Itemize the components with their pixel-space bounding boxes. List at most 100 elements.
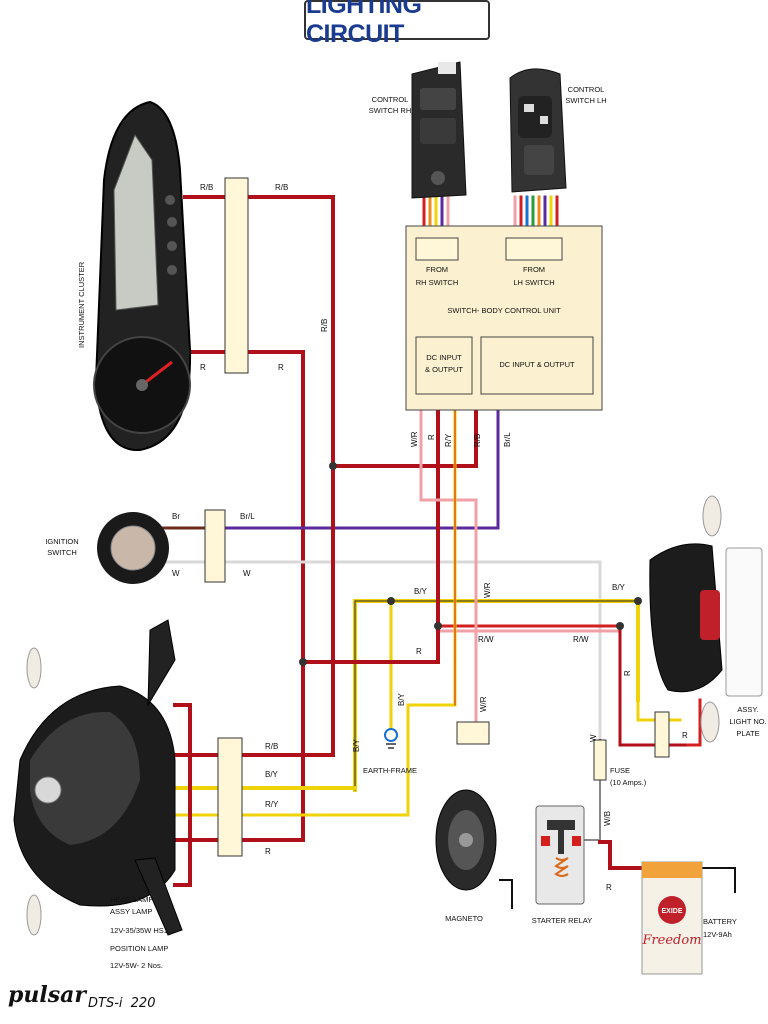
wire-label-r-tail: R (623, 670, 632, 676)
junction-dots (299, 462, 642, 666)
wire-label-rb-hl: R/B (265, 742, 278, 751)
dc-io-left-label-2: & OUTPUT (425, 365, 463, 374)
control-switch-rh-label-1: CONTROL (372, 95, 409, 104)
wire-magneto-gnd (499, 879, 513, 909)
connector-ignition (204, 509, 226, 583)
wire-label-by-hl: B/Y (265, 770, 279, 779)
dc-io-left-label-1: DC INPUT (426, 353, 462, 362)
wire-rb-bcu (331, 398, 478, 468)
wire-wr (419, 398, 478, 730)
battery-label-2: 12V-9Ah (703, 930, 732, 939)
starter-relay (535, 805, 585, 905)
wire-batt-gnd (699, 867, 736, 893)
license-plate (725, 547, 763, 697)
brand-number: 220 (130, 996, 156, 1011)
wire-label-wr-top: W/R (410, 431, 419, 447)
dc-io-right-box (480, 336, 594, 395)
earth-frame-label: EARTH-FRAME (363, 766, 417, 775)
control-switch-lh-label-1: CONTROL (568, 85, 605, 94)
wire-label-r-2: R (278, 363, 284, 372)
wire-r-cluster (183, 350, 305, 842)
head-lamp-label-3: 12V-35/35W HS1 (110, 926, 168, 935)
control-switch-lh (509, 68, 567, 193)
switch-body-control-unit: FROM RH SWITCH FROM LH SWITCH SWITCH- BO… (405, 225, 603, 411)
wire-brl (158, 398, 500, 530)
ignition-switch-label-2: SWITCH (47, 548, 77, 557)
wire-ry (173, 398, 457, 817)
diagram-title: LIGHTING CIRCUIT (306, 0, 422, 48)
wire-label-by-earth: B/Y (397, 692, 406, 706)
connector-magneto (456, 721, 490, 745)
connector-cluster (224, 177, 249, 374)
ignition-switch (97, 512, 169, 584)
wire-label-r-1: R (200, 363, 206, 372)
tail-lamp-assembly (649, 495, 763, 743)
battery-brand: EXIDE (661, 908, 682, 915)
connector-headlamp (217, 737, 243, 857)
dc-io-left-box (415, 336, 473, 395)
wire-label-by-1: B/Y (414, 587, 428, 596)
wire-label-rw-2: R/W (573, 635, 589, 644)
instrument-cluster-label: INSTRUMENT CLUSTER (77, 261, 86, 348)
from-rh-label-2: RH SWITCH (416, 278, 459, 287)
from-lh-connector (505, 237, 563, 261)
starter-relay-label: STARTER RELAY (532, 916, 592, 925)
battery-label-1: BATTERY (703, 917, 737, 926)
wire-relay-batt (598, 840, 662, 870)
wire-label-by-2: B/Y (612, 583, 626, 592)
wire-label-rb-1: R/B (200, 183, 213, 192)
wire-label-w-2: W (243, 569, 251, 578)
magneto-label: MAGNETO (445, 914, 483, 923)
wire-label-r-mid: R (416, 647, 422, 656)
light-plate-label-3: PLATE (736, 729, 759, 738)
wire-label-r-batt: R (606, 883, 612, 892)
head-lamp-label-5: 12V-5W- 2 Nos. (110, 961, 163, 970)
from-rh-label-1: FROM (426, 265, 448, 274)
ignition-switch-label-1: IGNITION (45, 537, 78, 546)
wire-label-ry-top: R/Y (444, 433, 453, 447)
brand-model: DTS-i (88, 996, 123, 1011)
control-switch-lh-label-2: SWITCH LH (565, 96, 606, 105)
light-plate-label-2: LIGHT NO. (729, 717, 766, 726)
magneto (435, 789, 497, 891)
wire-label-rb-top: R/B (473, 434, 482, 447)
head-lamp (13, 619, 183, 936)
brand-model-block: DTS-i 220 (88, 996, 155, 1011)
wire-by-edge (354, 600, 639, 791)
wire-label-rw-1: R/W (478, 635, 494, 644)
bcu-label: SWITCH- BODY CONTROL UNIT (447, 306, 561, 315)
diagram-title-box: LIGHTING CIRCUIT (304, 0, 490, 48)
fuse-body (593, 739, 607, 781)
wire-label-rb-vert: R/B (320, 319, 329, 332)
wire-label-r-plate: R (682, 731, 688, 740)
wire-label-w-1: W (172, 569, 180, 578)
wire-hl-rb (173, 464, 335, 757)
light-plate-label-1: ASSY. (737, 705, 758, 714)
wire-label-brl-top: Br/L (503, 432, 512, 447)
head-lamp-label-1: HEAD LAMP (110, 895, 153, 904)
wire-label-br: Br (172, 512, 180, 521)
connector-taillamp (654, 711, 670, 758)
wire-label-brl: Br/L (240, 512, 255, 521)
control-switch-rh (411, 61, 467, 199)
fuse-label-1: FUSE (610, 766, 630, 775)
battery: EXIDE Freedom (641, 861, 703, 975)
instrument-cluster (93, 100, 192, 452)
head-lamp-label-4: POSITION LAMP (110, 944, 168, 953)
fuse-label-2: (10 Amps.) (610, 778, 647, 787)
wire-label-wb: W/B (603, 811, 612, 826)
wire-r-mid (301, 398, 440, 664)
wire-label-wr-mid: W/R (483, 582, 492, 598)
control-switch-rh-label-2: SWITCH RH (369, 106, 412, 115)
head-lamp-label-2: ASSY LAMP (110, 907, 152, 916)
wire-rb-top (183, 195, 335, 468)
wire-w (158, 560, 602, 742)
wire-label-ry-hl: R/Y (265, 800, 279, 809)
connectors (204, 177, 670, 857)
earth-frame (384, 728, 398, 749)
from-rh-connector (415, 237, 459, 261)
brand-logo: pulsar (8, 982, 86, 1008)
wire-label-wr-mag: W/R (479, 696, 488, 712)
wire-label-r-top: R (427, 434, 436, 440)
